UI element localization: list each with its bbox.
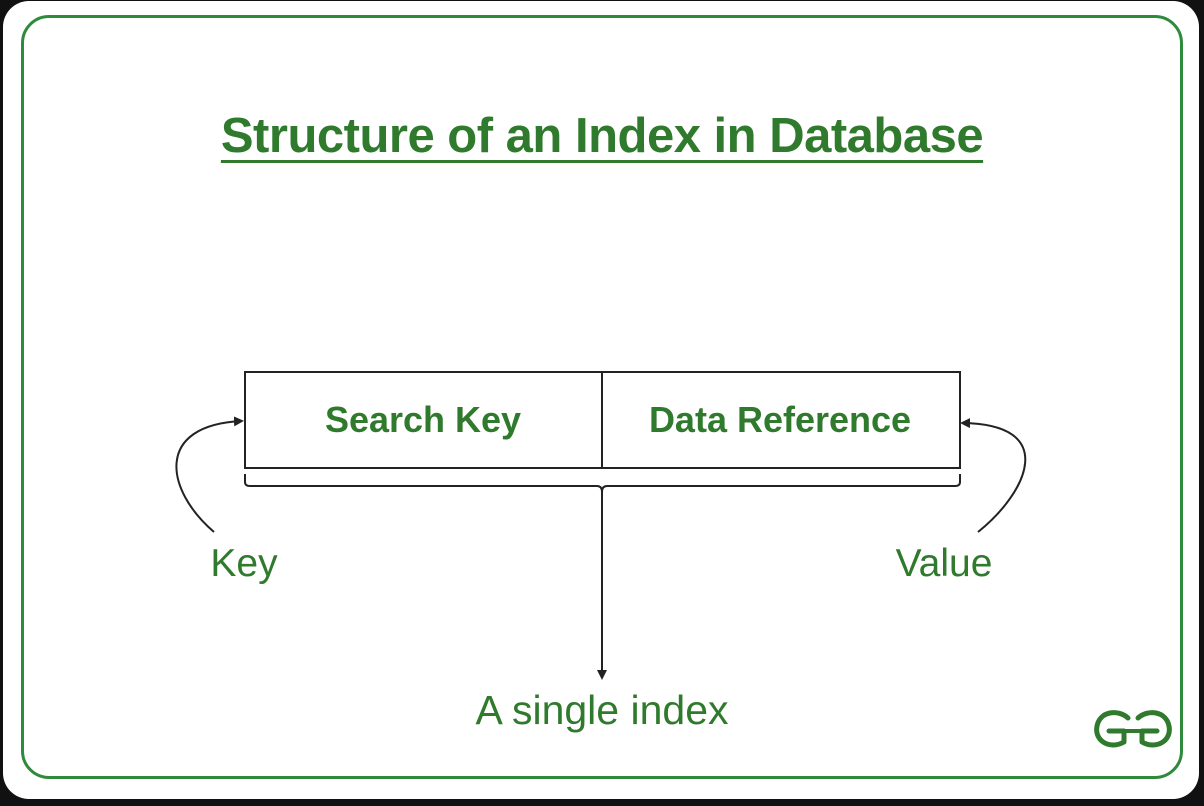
geeksforgeeks-logo-icon <box>1094 710 1172 748</box>
page-title: Structure of an Index in Database <box>0 112 1204 161</box>
key-label: Key <box>210 542 278 585</box>
single-index-label: A single index <box>475 687 729 733</box>
key-arrow <box>175 416 244 533</box>
value-arrow <box>960 418 1027 533</box>
value-label: Value <box>896 542 993 585</box>
search-key-cell-label: Search Key <box>325 399 521 440</box>
page-title-text: Structure of an Index in Database <box>220 109 984 163</box>
single-index-brace <box>244 474 961 493</box>
data-reference-cell-label: Data Reference <box>649 399 911 440</box>
